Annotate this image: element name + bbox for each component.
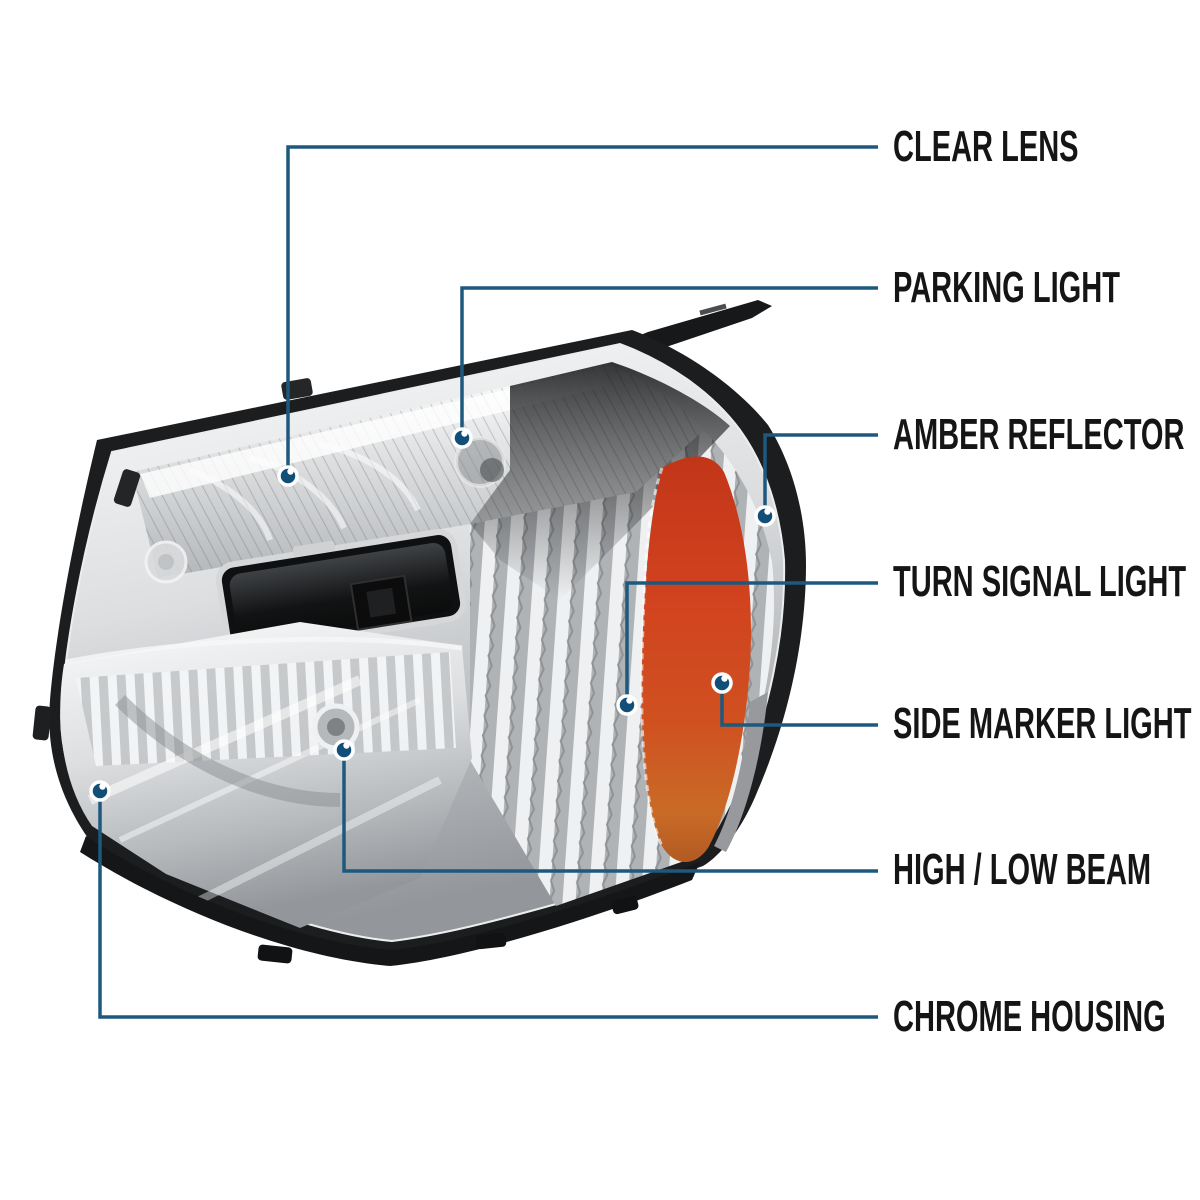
fin-notch (699, 303, 727, 316)
amber-side-trim (714, 692, 768, 852)
bottom-trim (80, 836, 700, 966)
lens-reflection-arcs (188, 441, 421, 542)
callout-dot-turn-signal-light (616, 694, 638, 716)
callout-label-side-marker-light: SIDE MARKER LIGHT (893, 699, 1192, 748)
parking-bulb-core (480, 458, 504, 482)
beam-bulb-core (327, 718, 345, 736)
callout-dot-side-marker-light (711, 672, 733, 694)
callout-label-high-low-beam: HIGH / LOW BEAM (893, 845, 1152, 894)
adjuster-screw-core (158, 554, 174, 570)
callout-dot-clear-lens (277, 465, 299, 487)
callout-line-turn-signal-light (625, 581, 878, 705)
callout-label-chrome-housing: CHROME HOUSING (893, 992, 1166, 1041)
callout-line-high-low-beam (342, 750, 878, 873)
beam-chamber-streaks (87, 675, 442, 904)
corner-ribbed-shadow (470, 362, 730, 600)
amber-reflector-strip (641, 456, 751, 863)
beam-chamber-divider (65, 636, 463, 665)
parking-bulb-ring (454, 436, 506, 488)
center-recess (215, 529, 467, 655)
callout-line-parking-light (460, 286, 878, 438)
callout-dot-high-low-beam (333, 739, 355, 761)
callout-line-clear-lens (286, 145, 878, 476)
beam-chamber-swirl (115, 695, 341, 807)
callout-label-clear-lens: CLEAR LENS (893, 122, 1079, 171)
callout-label-parking-light: PARKING LIGHT (893, 263, 1120, 312)
callout-label-turn-signal-light: TURN SIGNAL LIGHT (893, 557, 1187, 606)
callout-dot-parking-light (451, 427, 473, 449)
band-top-sheen (140, 368, 608, 498)
callout-dot-amber-reflector (754, 505, 776, 527)
callout-label-amber-reflector: AMBER REFLECTOR (893, 410, 1185, 459)
callout-dot-chrome-housing (89, 780, 111, 802)
callout-dots (89, 427, 776, 802)
callout-line-amber-reflector (763, 433, 878, 516)
callout-line-side-marker-light (720, 683, 878, 727)
callout-line-chrome-housing (98, 791, 878, 1019)
